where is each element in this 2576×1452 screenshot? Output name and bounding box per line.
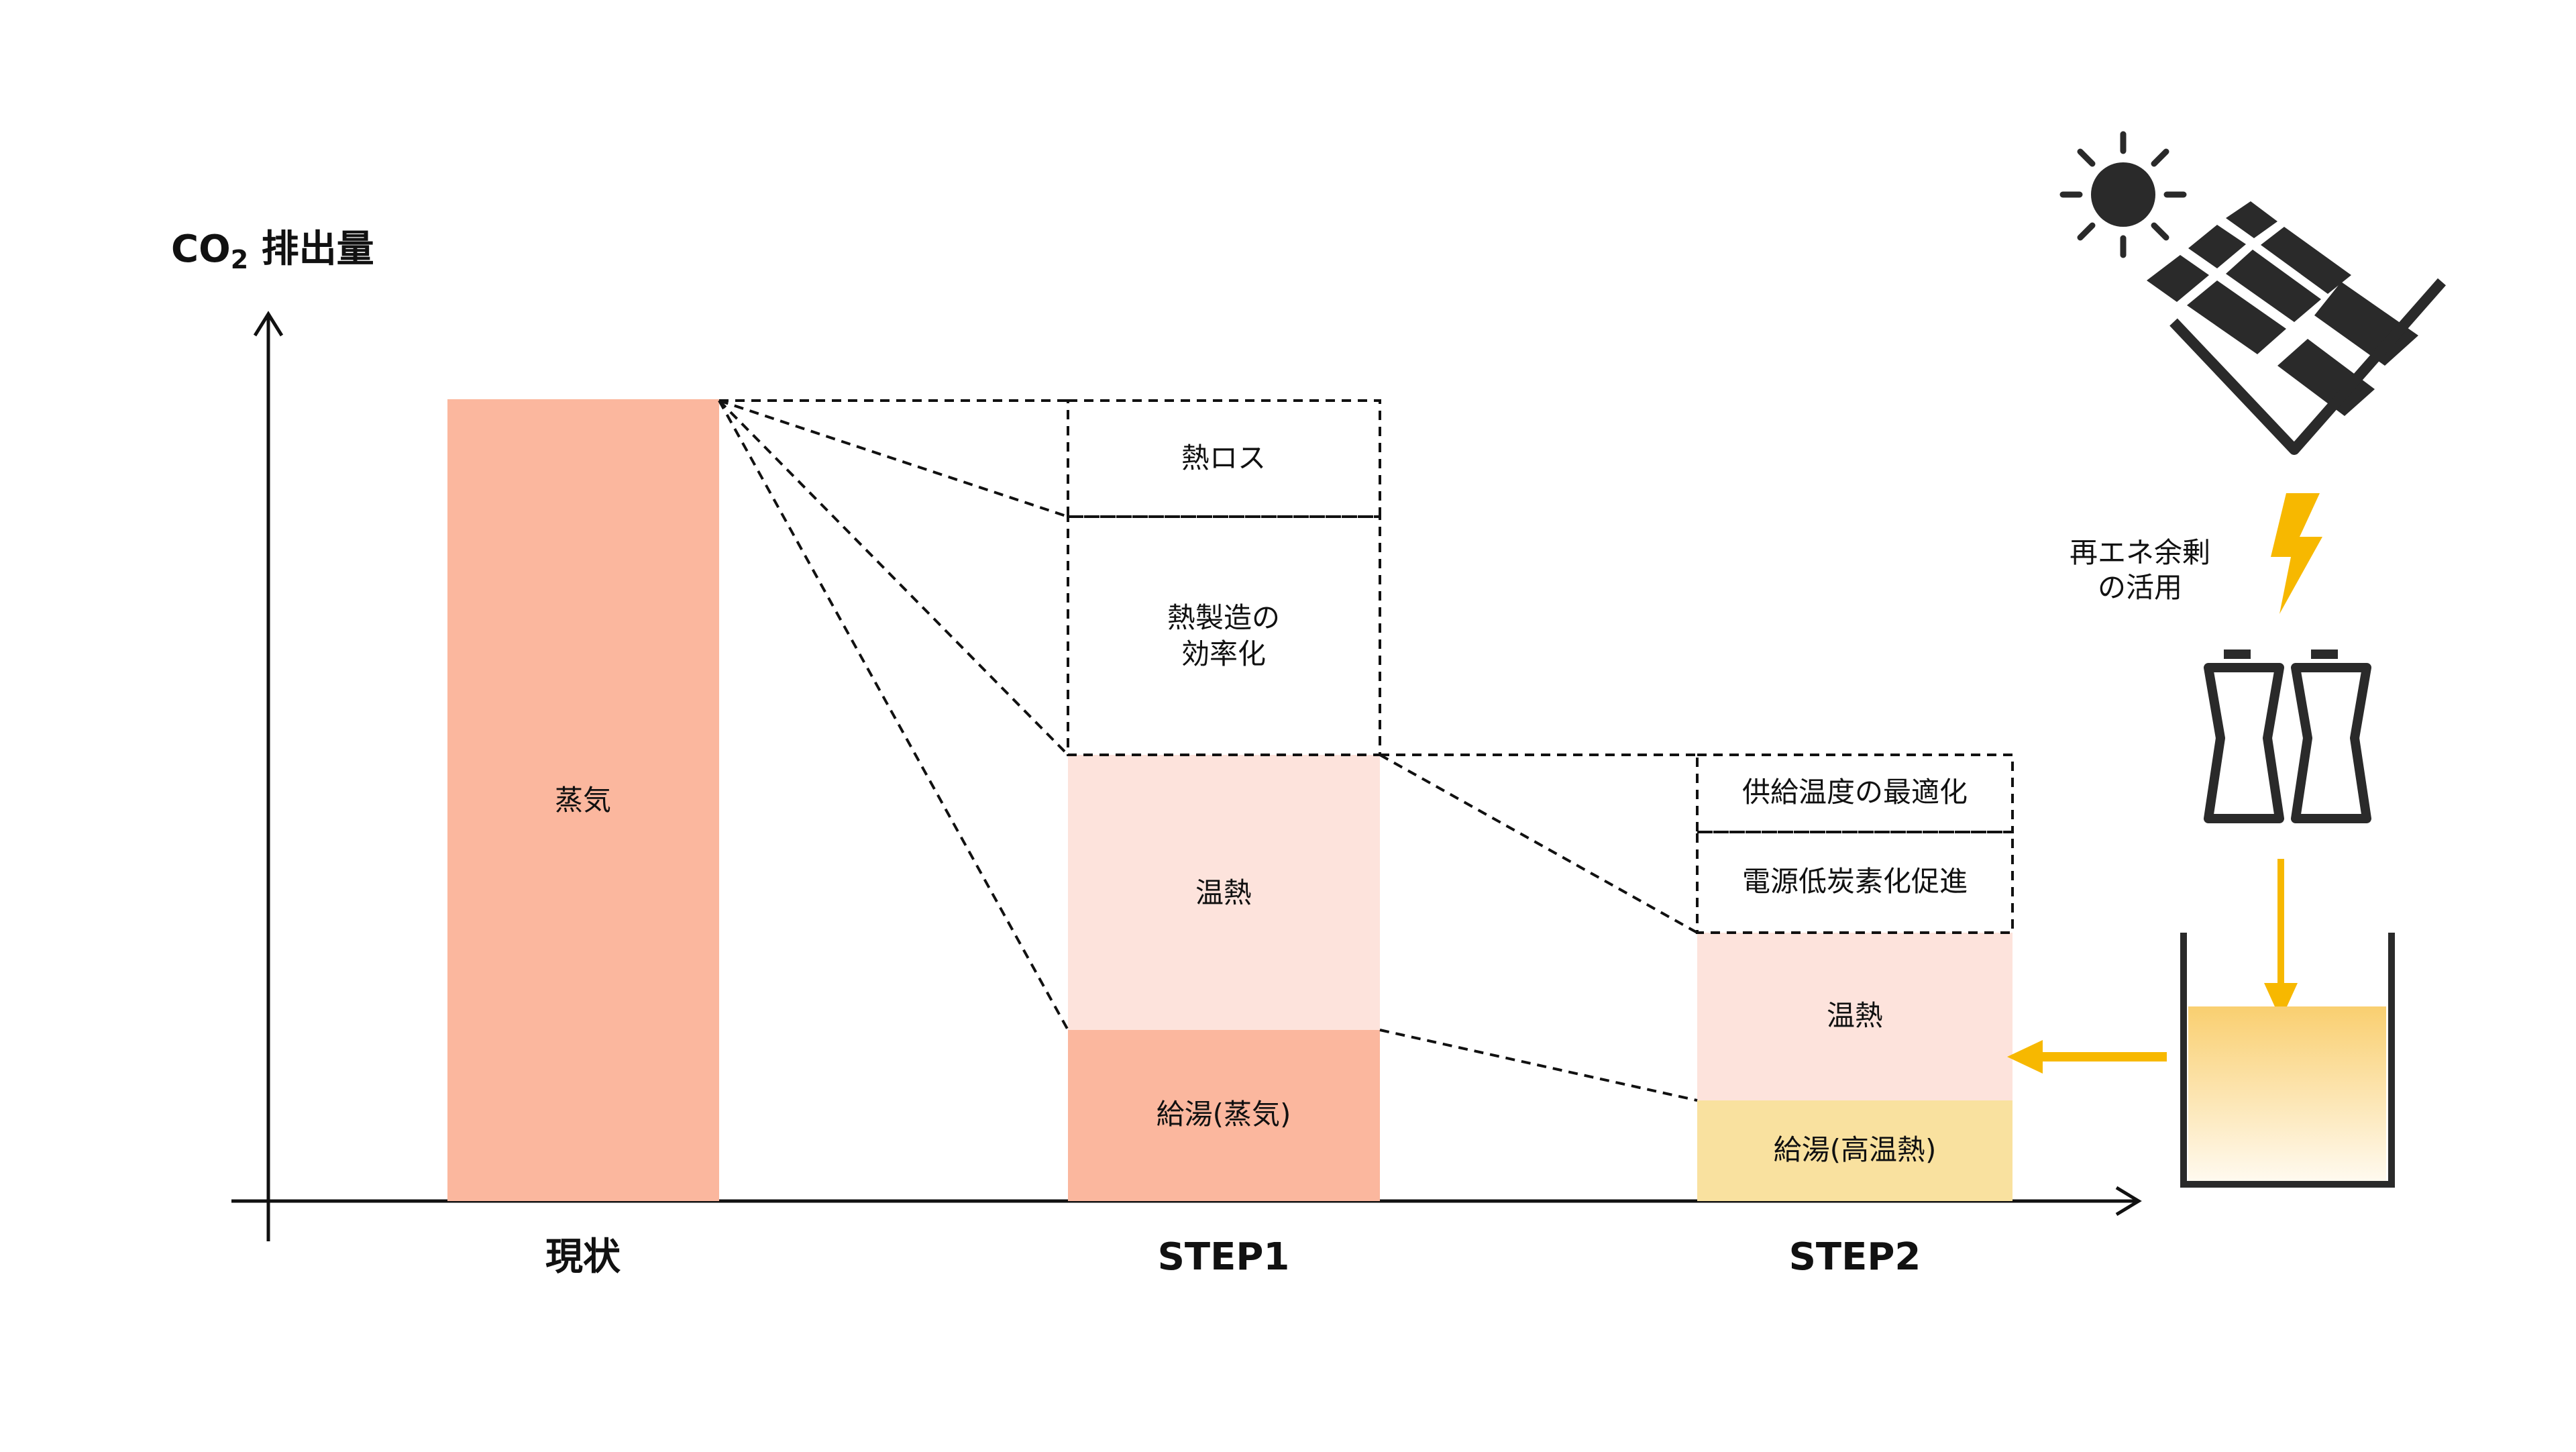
stage-label-step2: STEP2 — [1789, 1235, 1921, 1279]
segment-label-current-steam: 蒸気 — [555, 784, 611, 817]
solar-panel-icon — [2147, 201, 2447, 455]
stage-step1: 給湯(蒸気) 温熱 熱製造の効率化 熱ロス STEP1 — [1067, 399, 1381, 1279]
stage-step2: 給湯(高温熱) 温熱 電源低炭素化促進 供給温度の最適化 STEP2 — [1696, 754, 2014, 1279]
reduction-label-step1-heat-loss: 熱ロス — [1181, 442, 1266, 474]
reduction-label-step2-low-carbon: 電源低炭素化促進 — [1742, 865, 1968, 898]
hot-water-tank-icon — [2180, 933, 2395, 1188]
reduction-step2-low-carbon — [1696, 831, 2014, 934]
bar-current-steam — [447, 399, 719, 1201]
reduction-step1-heat-loss — [1067, 399, 1381, 518]
connector-lines — [718, 399, 1698, 1102]
stage-current: 蒸気 現状 — [447, 399, 719, 1279]
connector-step1-to-step2-hot-water — [1379, 1029, 1698, 1102]
connector-current-to-hot-water — [718, 400, 1069, 1031]
stage-label-current: 現状 — [545, 1235, 621, 1279]
bar-step1-warm-heat — [1068, 755, 1380, 1030]
segment-label-step2-hot-water: 給湯(高温熱) — [1774, 1133, 1937, 1166]
bar-step2-hot-water — [1697, 1100, 2012, 1201]
reduction-step1-efficiency — [1067, 515, 1381, 756]
bar-step1-hot-water — [1068, 1030, 1380, 1201]
reduction-label-step2-temp-optimization: 供給温度の最適化 — [1742, 776, 1968, 809]
segment-label-step2-warm-heat: 温熱 — [1827, 999, 1883, 1032]
battery-icon — [2204, 650, 2371, 823]
connector-current-to-warm-heat — [718, 399, 1069, 756]
connector-current-to-heat-loss — [718, 399, 1069, 518]
bar-step2-warm-heat — [1697, 933, 2012, 1100]
arrow-tank-to-step2 — [2007, 1040, 2167, 1074]
arrow-battery-to-tank — [2264, 859, 2298, 1020]
renewable-label: 再エネ余剰の活用 — [2070, 536, 2210, 604]
sun-icon — [2059, 131, 2187, 258]
segment-label-step1-hot-water: 給湯(蒸気) — [1157, 1098, 1291, 1131]
x-axis-arrowhead — [2115, 1186, 2142, 1216]
reduction-label-step1-efficiency: 熱製造の効率化 — [1167, 601, 1280, 670]
segment-label-step1-warm-heat: 温熱 — [1195, 876, 1252, 909]
stage-label-step1: STEP1 — [1158, 1235, 1290, 1279]
y-axis-label: CO2 排出量 — [171, 227, 374, 274]
lightning-icon — [2271, 493, 2322, 614]
connector-step1-to-step2-warm — [1379, 754, 1698, 934]
reduction-step2-temp-optimization — [1696, 754, 2014, 833]
y-axis-arrowhead — [253, 311, 284, 337]
solar-panel-frame — [2169, 278, 2447, 455]
